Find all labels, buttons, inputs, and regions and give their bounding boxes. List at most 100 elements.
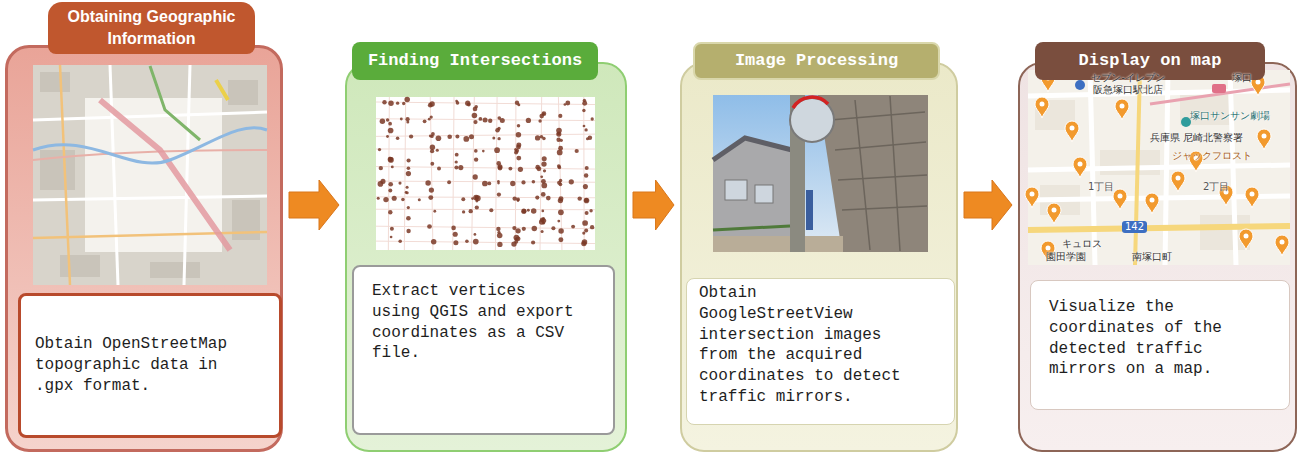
step-title: Finding Intersections (368, 51, 582, 71)
intersection-dot (425, 180, 431, 186)
intersection-dot (489, 208, 493, 212)
window (755, 185, 773, 203)
intersection-dot (541, 210, 544, 213)
wall-joint (838, 175, 927, 180)
intersection-dot (431, 239, 436, 244)
traffic-mirror (790, 98, 834, 142)
plot-ground (376, 97, 595, 250)
intersection-dot (482, 181, 488, 187)
intersection-dot (516, 145, 521, 150)
street-line (376, 134, 595, 136)
intersection-dot (582, 109, 585, 112)
intersection-dot (391, 165, 394, 168)
pin-dot (1280, 240, 1285, 245)
intersection-dot (521, 209, 526, 214)
map-label: ジャックフロスト (1172, 150, 1252, 162)
intersection-dot (543, 169, 546, 172)
intersection-dot (392, 196, 397, 201)
intersection-dot (474, 157, 478, 161)
intersection-dot (388, 157, 394, 163)
intersection-dot (591, 117, 594, 120)
intersection-dot (500, 118, 505, 123)
intersection-dot (488, 119, 492, 123)
intersection-dot (517, 103, 520, 106)
map-road (184, 65, 190, 285)
map-pin (1239, 229, 1253, 250)
intersection-dot (429, 187, 434, 192)
osm-map (33, 65, 267, 285)
intersection-dot (532, 180, 536, 184)
step-header: Finding Intersections (352, 42, 598, 80)
intersection-dot (542, 156, 547, 161)
map-label: 兵庫県 尼崎北警察署 (1150, 132, 1243, 144)
intersection-dot (437, 167, 441, 171)
intersection-dot (463, 136, 469, 142)
map-label: 塚口サンサン劇場 (1190, 110, 1270, 122)
intersection-dot (487, 181, 491, 185)
street-line (404, 97, 405, 250)
intersection-dot (556, 132, 561, 137)
process-panel: Image ProcessingObtain GoogleStreetView … (680, 62, 958, 452)
intersection-dot (559, 196, 564, 201)
map-block (60, 255, 100, 277)
intersection-dot (497, 127, 500, 130)
intersection-dot (428, 118, 431, 121)
intersection-dot (390, 236, 393, 239)
intersection-dot (386, 118, 389, 121)
intersection-dot (540, 175, 543, 178)
intersection-dot (559, 179, 562, 182)
intersection-dot (531, 240, 535, 244)
pin-dot (1052, 208, 1057, 213)
intersection-dot (388, 182, 393, 187)
map-block (228, 80, 258, 105)
map-road (1090, 70, 1095, 265)
intersection-dot (546, 196, 551, 201)
intersection-dot (551, 226, 555, 230)
street-line (583, 97, 584, 250)
intersection-dot (388, 189, 392, 193)
intersection-dot (396, 102, 399, 105)
intersection-dot (483, 117, 488, 122)
main-road (1028, 226, 1290, 230)
street-line (558, 97, 561, 250)
flow-arrow (289, 180, 339, 230)
intersection-dot (584, 229, 588, 233)
pin-dot (1244, 234, 1249, 239)
pin-dot (1030, 192, 1035, 197)
intersection-dot (515, 228, 520, 233)
intersection-dot (455, 100, 458, 103)
intersection-dot (404, 97, 410, 103)
map-label-box: 塚口サンサン劇場 (1190, 110, 1270, 122)
step-header: Image Processing (693, 42, 940, 80)
step-description: Extract vertices using QGIS and export c… (372, 281, 578, 364)
intersection-dot (557, 220, 560, 223)
map-label-box: 1丁目 (1088, 181, 1114, 193)
intersection-dot (584, 198, 590, 204)
step-title: Image Processing (735, 51, 898, 71)
intersection-dot (436, 149, 439, 152)
intersection-dot (510, 181, 515, 186)
intersection-dot (541, 192, 546, 197)
intersection-dot (516, 132, 522, 138)
intersection-dot (569, 179, 574, 184)
intersection-dot (584, 198, 588, 202)
street-line (472, 97, 475, 250)
map-green (150, 66, 200, 140)
sky (713, 95, 928, 252)
intersection-dot (582, 220, 588, 226)
pin-dot (1250, 192, 1255, 197)
intersection-dot (388, 210, 392, 214)
intersection-dot (497, 182, 500, 185)
intersection-dot (541, 161, 546, 166)
intersection-dot (583, 184, 588, 189)
intersection-dot (455, 160, 458, 163)
map-road (1028, 165, 1290, 170)
map-label-box: 2丁目 (1203, 181, 1229, 193)
map-road (1230, 70, 1236, 265)
step-description: Obtain OpenStreetMap topographic data in… (35, 334, 265, 396)
intersection-dot (406, 121, 409, 124)
pin-dot (1262, 134, 1267, 139)
map-road (33, 150, 267, 160)
flow-arrow (964, 180, 1012, 230)
intersection-dot (398, 182, 401, 185)
